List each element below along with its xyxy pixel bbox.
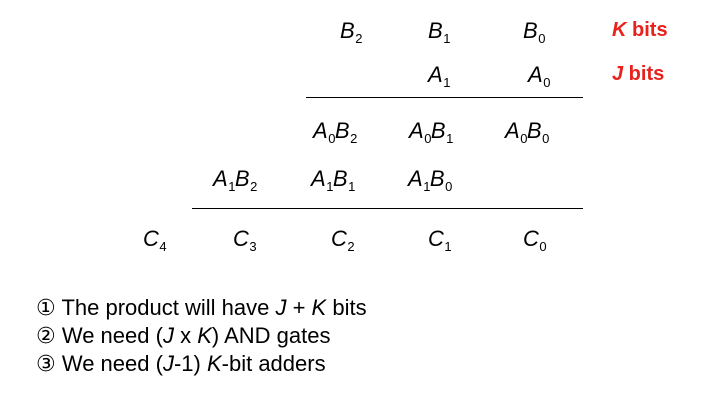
product-bit-3: C3 (233, 226, 257, 254)
j-bits-label: J bits (612, 63, 665, 85)
product-bit-1: C1 (428, 226, 452, 254)
partial-product-a1b2: A1B2 (213, 166, 257, 194)
multiplicand-bit-1: B1 (428, 18, 450, 46)
partial-product-a0b2: A0B2 (313, 118, 357, 146)
partial-product-a1b0: A1B0 (408, 166, 452, 194)
note-3: ③ We need (J-1) K-bit adders (36, 351, 326, 376)
bottom-rule (192, 208, 583, 209)
multiplier-bit-1: A1 (428, 62, 450, 90)
notes-list: ① The product will have J + K bits ② We … (36, 294, 367, 378)
multiplicand-bit-2: B2 (340, 18, 362, 46)
partial-product-a0b1: A0B1 (409, 118, 453, 146)
product-bit-0: C0 (523, 226, 547, 254)
partial-product-a1b1: A1B1 (311, 166, 355, 194)
note-2: ② We need (J x K) AND gates (36, 323, 331, 348)
multiplier-bit-0: A0 (528, 62, 550, 90)
multiplicand-bit-0: B0 (523, 18, 545, 46)
note-1: ① The product will have J + K bits (36, 295, 367, 320)
product-bit-4: C4 (143, 226, 167, 254)
partial-product-a0b0: A0B0 (505, 118, 549, 146)
top-rule (306, 97, 583, 98)
product-bit-2: C2 (331, 226, 355, 254)
k-bits-label: K bits (612, 19, 668, 41)
